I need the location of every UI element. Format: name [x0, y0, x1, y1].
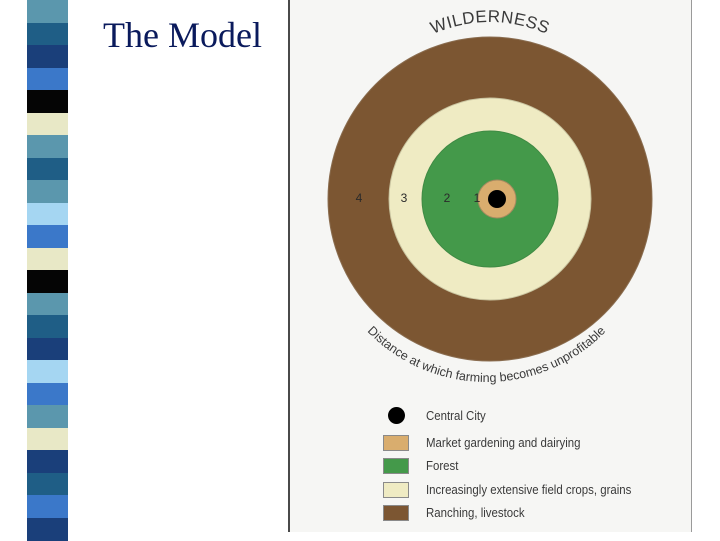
legend-swatch-icon [383, 482, 409, 498]
wilderness-label: WILDERNESS [428, 7, 553, 38]
zone-2-number: 2 [444, 191, 451, 205]
legend-swatch-icon [383, 458, 409, 474]
stripe-block [27, 135, 68, 158]
stripe-block [27, 315, 68, 338]
legend-label: Forest [426, 458, 459, 473]
stripe-block [27, 360, 68, 383]
legend-label: Central City [426, 408, 486, 423]
stripe-block [27, 45, 68, 68]
stripe-block [27, 22, 68, 46]
legend-label: Increasingly extensive field crops, grai… [426, 482, 632, 497]
stripe-block [27, 472, 68, 496]
stripe-block [27, 495, 68, 518]
stripe-block [27, 517, 68, 541]
legend-swatch-icon [383, 505, 409, 521]
stripe-block [27, 0, 68, 23]
stripe-block [27, 382, 68, 406]
stripe-block [27, 225, 68, 248]
stripe-block [27, 180, 68, 203]
zone-3-number: 3 [401, 191, 408, 205]
stripe-block [27, 427, 68, 451]
stripe-block [27, 405, 68, 428]
legend-label: Market gardening and dairying [426, 435, 581, 450]
stripe-block [27, 112, 68, 136]
slide-title: The Model [103, 15, 262, 55]
stripe-block [27, 270, 68, 293]
stripe-block [27, 247, 68, 271]
stripe-block [27, 67, 68, 91]
legend-label: Ranching, livestock [426, 505, 525, 520]
central-city-dot [488, 190, 506, 208]
stripe-block [27, 292, 68, 316]
stripe-block [27, 450, 68, 473]
stripe-block [27, 157, 68, 181]
stripe-block [27, 337, 68, 361]
legend-dot-icon [388, 407, 405, 424]
stripe-block [27, 90, 68, 113]
legend-swatch-icon [383, 435, 409, 451]
stripe-block [27, 202, 68, 226]
zone-4-number: 4 [356, 191, 363, 205]
zone-1-number: 1 [474, 191, 481, 205]
decorative-stripe-bar [27, 0, 68, 541]
